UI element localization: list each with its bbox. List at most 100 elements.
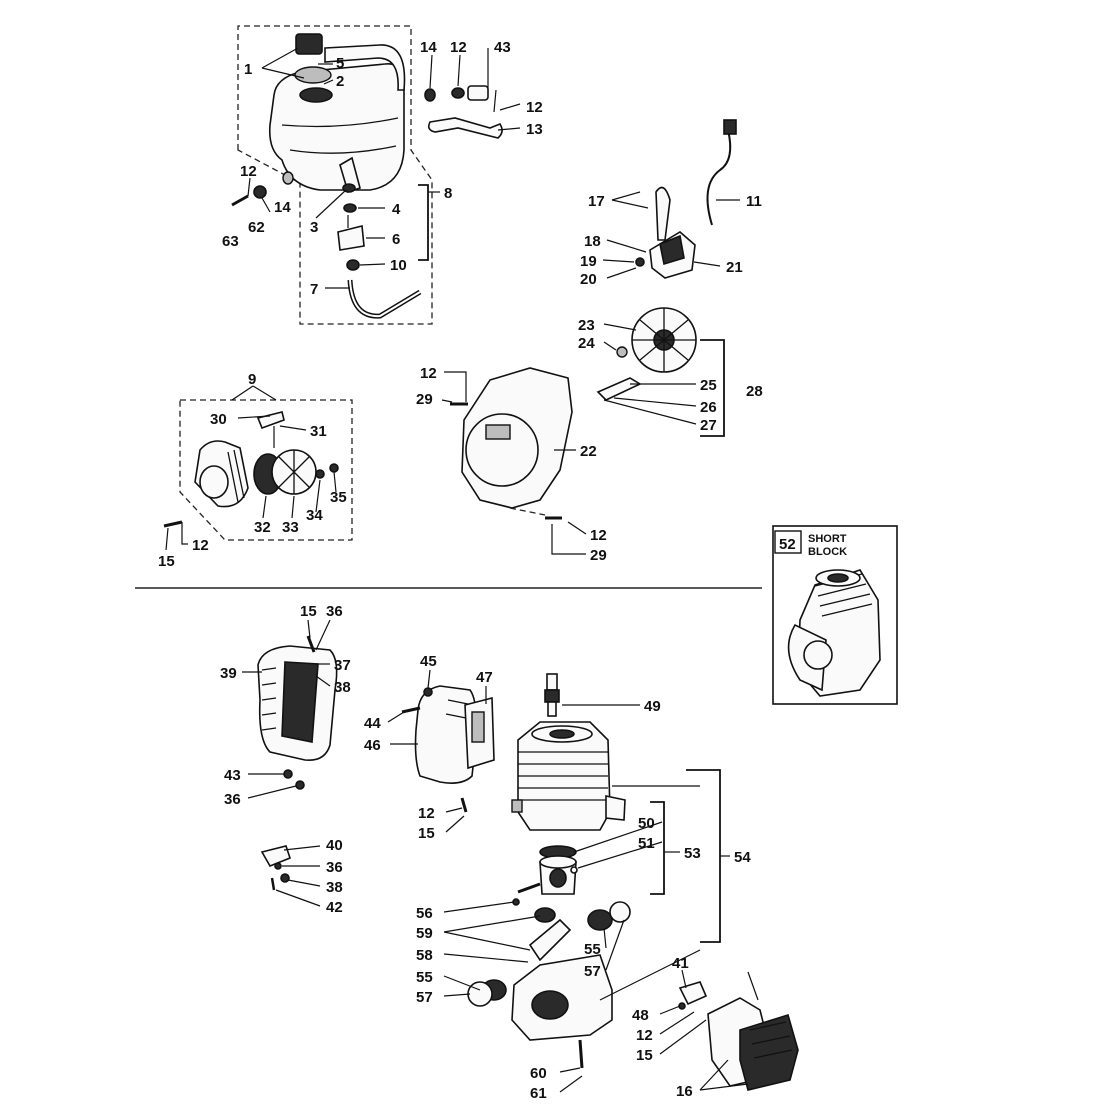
leader-lines xyxy=(165,47,749,1093)
label-15b: 15 xyxy=(300,603,317,620)
muffler xyxy=(401,685,495,813)
label-18: 18 xyxy=(584,233,601,250)
label-15a: 15 xyxy=(158,553,175,570)
label-54: 54 xyxy=(734,849,751,866)
label-32: 32 xyxy=(254,519,271,536)
part-labels: 1 5 2 14 12 43 12 13 12 14 62 63 3 4 6 1… xyxy=(158,39,847,1102)
label-14b: 14 xyxy=(274,199,291,216)
label-12f: 12 xyxy=(192,537,209,554)
label-8: 8 xyxy=(444,185,452,202)
label-39: 39 xyxy=(220,665,237,682)
label-24: 24 xyxy=(578,335,595,352)
label-2: 2 xyxy=(336,73,344,90)
spark-plug xyxy=(544,673,560,717)
label-41: 41 xyxy=(672,955,689,972)
label-9: 9 xyxy=(248,371,256,388)
label-55a: 55 xyxy=(416,969,433,986)
label-16: 16 xyxy=(676,1083,693,1100)
piston xyxy=(517,845,578,895)
label-42: 42 xyxy=(326,899,343,916)
label-38b: 38 xyxy=(326,879,343,896)
label-34: 34 xyxy=(306,507,323,524)
label-6: 6 xyxy=(392,231,400,248)
ignition-coil xyxy=(635,119,737,279)
label-20: 20 xyxy=(580,271,597,288)
label-10: 10 xyxy=(390,257,407,274)
label-59: 59 xyxy=(416,925,433,942)
label-57a: 57 xyxy=(416,989,433,1006)
label-29a: 29 xyxy=(416,391,433,408)
bracket-40 xyxy=(260,845,291,891)
label-40: 40 xyxy=(326,837,343,854)
label-21: 21 xyxy=(726,259,743,276)
label-12a: 12 xyxy=(450,39,467,56)
label-28: 28 xyxy=(746,383,763,400)
label-12d: 12 xyxy=(420,365,437,382)
label-36c: 36 xyxy=(326,859,343,876)
label-56: 56 xyxy=(416,905,433,922)
starter-group xyxy=(163,399,353,541)
label-50: 50 xyxy=(638,815,655,832)
flywheel xyxy=(596,307,697,401)
label-15d: 15 xyxy=(636,1047,653,1064)
label-15c: 15 xyxy=(418,825,435,842)
crankcase xyxy=(467,898,631,1069)
label-51: 51 xyxy=(638,835,655,852)
label-11: 11 xyxy=(746,193,762,210)
label-23: 23 xyxy=(578,317,595,334)
label-12c: 12 xyxy=(240,163,257,180)
label-37: 37 xyxy=(334,657,351,674)
label-5: 5 xyxy=(336,55,344,72)
label-57b: 57 xyxy=(584,963,601,980)
label-12h: 12 xyxy=(636,1027,653,1044)
label-3: 3 xyxy=(310,219,318,236)
label-22: 22 xyxy=(580,443,597,460)
label-58: 58 xyxy=(416,947,433,964)
fuel-tank-group xyxy=(231,25,433,325)
fan-housing xyxy=(450,367,573,520)
muffler-shield xyxy=(257,635,338,790)
label-36a: 36 xyxy=(326,603,343,620)
label-36b: 36 xyxy=(224,791,241,808)
label-43b: 43 xyxy=(224,767,241,784)
label-12g: 12 xyxy=(418,805,435,822)
label-13: 13 xyxy=(526,121,543,138)
carburetor xyxy=(678,971,799,1091)
label-60: 60 xyxy=(530,1065,547,1082)
label-48: 48 xyxy=(632,1007,649,1024)
label-25: 25 xyxy=(700,377,717,394)
label-17: 17 xyxy=(588,193,605,210)
label-30: 30 xyxy=(210,411,227,428)
cylinder xyxy=(511,721,626,831)
label-33: 33 xyxy=(282,519,299,536)
label-55b: 55 xyxy=(584,941,601,958)
label-27: 27 xyxy=(700,417,717,434)
label-26: 26 xyxy=(700,399,717,416)
label-1: 1 xyxy=(244,61,252,78)
short-block-box xyxy=(772,525,898,705)
label-62: 62 xyxy=(248,219,265,236)
label-49: 49 xyxy=(644,698,661,715)
label-61: 61 xyxy=(530,1085,547,1102)
label-35: 35 xyxy=(330,489,347,506)
label-12e: 12 xyxy=(590,527,607,544)
label-12b: 12 xyxy=(526,99,543,116)
bracket-13 xyxy=(424,85,503,139)
label-47: 47 xyxy=(476,669,493,686)
label-4: 4 xyxy=(392,201,401,218)
label-45: 45 xyxy=(420,653,437,670)
label-43a: 43 xyxy=(494,39,511,56)
short-block-line2: BLOCK xyxy=(808,546,847,558)
label-53: 53 xyxy=(684,845,701,862)
label-19: 19 xyxy=(580,253,597,270)
label-38a: 38 xyxy=(334,679,351,696)
label-46: 46 xyxy=(364,737,381,754)
label-29b: 29 xyxy=(590,547,607,564)
label-31: 31 xyxy=(310,423,327,440)
label-14a: 14 xyxy=(420,39,437,56)
label-44: 44 xyxy=(364,715,381,732)
label-7: 7 xyxy=(310,281,318,298)
short-block-line1: SHORT xyxy=(808,533,847,545)
label-63: 63 xyxy=(222,233,239,250)
